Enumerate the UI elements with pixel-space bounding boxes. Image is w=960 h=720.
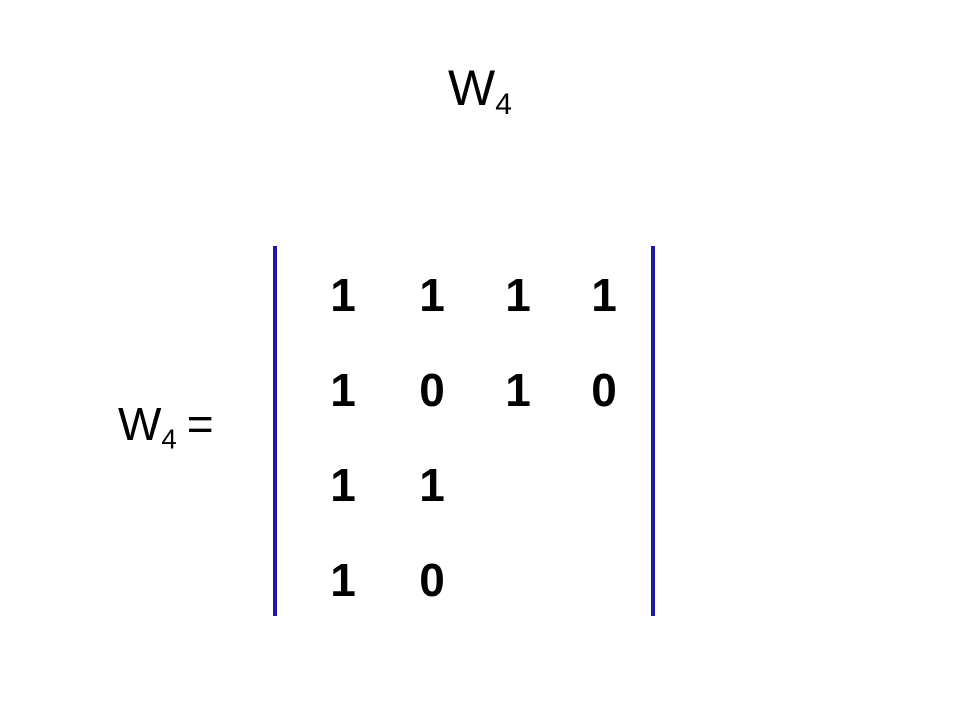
matrix-cell: 1 <box>419 459 445 511</box>
lhs-subscript: 4 <box>161 423 177 455</box>
matrix-cell: 1 <box>419 269 445 321</box>
matrix-cell: 0 <box>419 554 445 606</box>
title-subscript: 4 <box>495 88 512 121</box>
matrix-cell: 0 <box>591 364 617 416</box>
title-base: W <box>448 60 496 116</box>
matrix-cell: 1 <box>330 364 356 416</box>
matrix-lhs-label: W4 = <box>118 396 214 455</box>
matrix-cell: 1 <box>505 269 531 321</box>
matrix-cell: 1 <box>505 364 531 416</box>
matrix-left-bar <box>273 246 277 616</box>
matrix-cell: 0 <box>419 364 445 416</box>
matrix-cell: 1 <box>330 269 356 321</box>
matrix-cell: 1 <box>330 554 356 606</box>
equals-sign: = <box>186 398 214 450</box>
matrix-cell: 1 <box>591 269 617 321</box>
matrix-right-bar <box>651 246 655 616</box>
matrix-cell: 1 <box>330 459 356 511</box>
slide-title: W4 <box>0 58 960 121</box>
lhs-base: W <box>118 398 162 450</box>
